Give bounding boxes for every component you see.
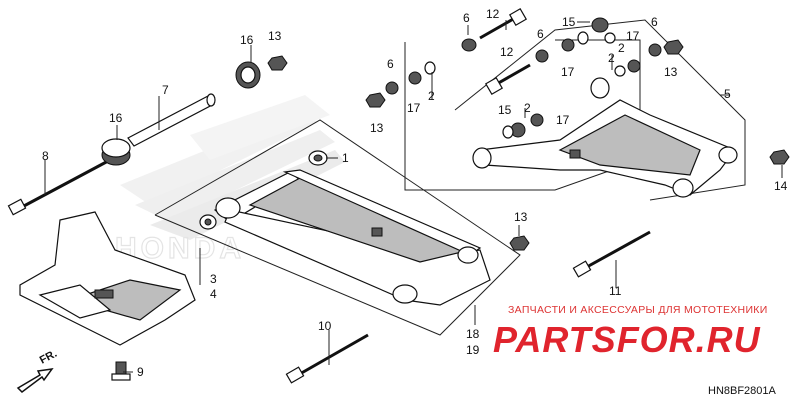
callout-14: 14 [774, 179, 788, 193]
front-direction-indicator: FR. [16, 348, 59, 393]
callout-16-a: 16 [240, 33, 254, 47]
bolt-part-11 [572, 230, 651, 278]
callout-3: 3 [210, 272, 217, 286]
callout-2-c: 2 [608, 51, 615, 65]
swingarm-group-box [154, 119, 521, 336]
callout-17-c: 17 [407, 101, 421, 115]
shop-logo: PARTSFOR.RU [493, 319, 761, 360]
pivot-rod-part-7 [127, 93, 216, 147]
callout-7: 7 [162, 83, 169, 97]
callout-9: 9 [137, 365, 144, 379]
nut-part-13-mid [509, 235, 530, 251]
callout-16-b: 16 [109, 111, 123, 125]
callout-17-b: 17 [626, 29, 640, 43]
callout-2-d: 2 [618, 41, 625, 55]
callout-13-c: 13 [664, 65, 678, 79]
callout-10: 10 [318, 319, 332, 333]
callout-17-a: 17 [561, 65, 575, 79]
bolt-part-9 [111, 361, 131, 381]
bushing-lower [199, 214, 217, 230]
callout-5: 5 [724, 87, 731, 101]
callout-13-d: 13 [514, 210, 528, 224]
callout-6-b: 6 [537, 27, 544, 41]
nut-part-13-top [267, 55, 288, 71]
callout-19: 19 [466, 343, 480, 357]
bolt-part-8 [7, 158, 111, 216]
skid-plate [19, 211, 196, 346]
a-arm-part-5 [472, 77, 738, 198]
callout-numbers: 1 2 2 2 2 3 4 5 6 6 6 6 7 8 9 10 11 12 1… [42, 7, 788, 379]
bolt-part-10 [285, 333, 369, 384]
callout-6-a: 6 [463, 11, 470, 25]
bolt-part-12-mid [484, 63, 531, 96]
callout-18: 18 [466, 327, 480, 341]
callout-11: 11 [609, 284, 622, 298]
bush-part-16-left [101, 138, 131, 166]
swingarm [213, 169, 491, 306]
callout-17-d: 17 [556, 113, 570, 127]
callout-12-a: 12 [486, 7, 500, 21]
callout-2-a: 2 [428, 89, 435, 103]
shop-caption: ЗАПЧАСТИ И АКСЕССУАРЫ ДЛЯ МОТОТЕХНИКИ [508, 304, 768, 316]
shop-watermark: ЗАПЧАСТИ И АКСЕССУАРЫ ДЛЯ МОТОТЕХНИКИ PA… [493, 304, 768, 360]
seal-part-16-top [235, 61, 261, 89]
spacers-upper [365, 17, 790, 165]
bushing-part-1 [308, 150, 328, 166]
callout-13-b: 13 [370, 121, 384, 135]
callout-15-a: 15 [562, 15, 576, 29]
callout-13-a: 13 [268, 29, 282, 43]
lower-arm-group-box [454, 19, 746, 201]
callout-15-b: 15 [498, 103, 512, 117]
diagram-code: HN8BF2801A [708, 385, 777, 397]
callout-6-c: 6 [651, 15, 658, 29]
callout-1: 1 [342, 151, 349, 165]
callout-4: 4 [210, 287, 217, 301]
bolt-part-12-top [479, 7, 528, 40]
callout-2-b: 2 [524, 101, 531, 115]
front-label: FR. [38, 348, 59, 367]
callout-6-d: 6 [387, 57, 394, 71]
callout-8: 8 [42, 149, 49, 163]
upper-arm-group-box [404, 39, 641, 191]
leader-lines [44, 20, 783, 373]
callout-12-b: 12 [500, 45, 514, 59]
